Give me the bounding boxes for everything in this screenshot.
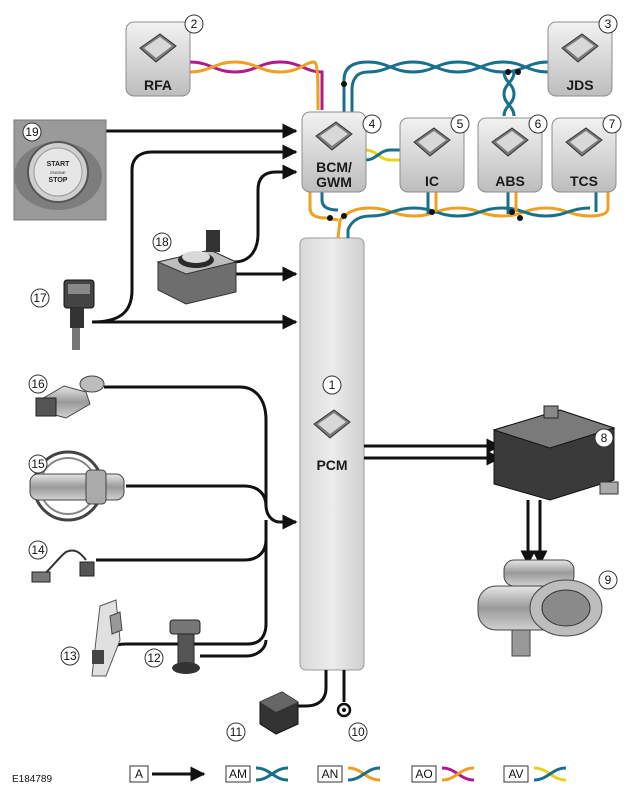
chip-icon (565, 127, 603, 157)
module-ic: IC (399, 117, 465, 193)
svg-text:AN: AN (322, 767, 339, 781)
start-text: START (47, 161, 71, 168)
chip-icon (313, 409, 351, 439)
callout-13: 13 (60, 646, 80, 666)
callout-3: 3 (598, 14, 618, 34)
reference-code: E184789 (12, 774, 52, 785)
callout-17: 17 (30, 288, 50, 308)
chip-icon (491, 127, 529, 157)
callout-12: 12 (144, 648, 164, 668)
module-rfa: RFA (125, 21, 191, 97)
callout-7: 7 (602, 114, 622, 134)
chip-icon (315, 121, 353, 151)
module-label-ic: IC (425, 173, 439, 189)
module-abs: ABS (477, 117, 543, 193)
fuse (259, 691, 299, 735)
pcm-body (299, 237, 365, 671)
callout-9: 9 (598, 570, 618, 590)
module-label-gwm: GWM (316, 174, 352, 190)
svg-text:AV: AV (508, 767, 523, 781)
legend-item-ao: AO (411, 765, 475, 783)
svg-text:18: 18 (155, 235, 169, 249)
module-bcm-gwm: BCM/ GWM (301, 111, 367, 193)
svg-text:13: 13 (63, 649, 77, 663)
callout-6: 6 (528, 114, 548, 134)
accelerator-pedal (91, 599, 123, 677)
svg-text:AM: AM (229, 767, 247, 781)
svg-text:10: 10 (351, 725, 365, 739)
callout-10: 10 (348, 722, 368, 742)
speed-sensor (35, 375, 105, 419)
svg-text:7: 7 (609, 117, 616, 131)
chip-icon (139, 33, 177, 63)
svg-text:15: 15 (31, 457, 45, 471)
callout-5: 5 (450, 114, 470, 134)
temperature-sensor (31, 549, 95, 583)
callout-2: 2 (184, 14, 204, 34)
callout-18: 18 (152, 232, 172, 252)
module-tcs: TCS (551, 117, 617, 193)
legend-item-am: AM (225, 765, 289, 783)
svg-text:6: 6 (535, 117, 542, 131)
crankshaft-sensor (29, 450, 125, 522)
legend-item-a: A (129, 765, 206, 783)
legend-item-av: AV (503, 765, 567, 783)
callout-19: 19 (22, 122, 42, 142)
callout-15: 15 (28, 454, 48, 474)
module-label-bcm: BCM/ (316, 159, 352, 175)
chip-icon (413, 127, 451, 157)
engine-text: ENGINE (50, 170, 66, 175)
module-label-pcm: PCM (316, 457, 347, 473)
svg-text:14: 14 (31, 543, 45, 557)
callout-14: 14 (28, 540, 48, 560)
module-label-rfa: RFA (144, 77, 172, 93)
callout-8: 8 (594, 428, 614, 448)
module-label-tcs: TCS (570, 173, 598, 189)
svg-text:5: 5 (457, 117, 464, 131)
stop-text: STOP (49, 177, 68, 184)
splice-points (327, 69, 523, 221)
starter-control-unit (492, 405, 619, 501)
svg-text:17: 17 (33, 291, 47, 305)
chip-icon (561, 33, 599, 63)
pressure-sensor (169, 619, 201, 674)
module-label-jds: JDS (566, 77, 593, 93)
svg-text:3: 3 (605, 17, 612, 31)
svg-text:A: A (135, 767, 143, 781)
gear-selector (156, 230, 238, 305)
brake-switch (63, 279, 95, 350)
module-jds: JDS (547, 21, 613, 97)
legend-item-an: AN (317, 765, 381, 783)
svg-text:4: 4 (369, 117, 376, 131)
module-pcm: PCM (313, 409, 351, 473)
legend: A AM AN AO AV (129, 765, 567, 783)
svg-text:AO: AO (415, 767, 432, 781)
svg-text:9: 9 (605, 573, 612, 587)
callout-4: 4 (362, 114, 382, 134)
svg-text:2: 2 (191, 17, 198, 31)
starter-motor (477, 559, 603, 657)
callout-1: 1 (322, 375, 342, 395)
svg-text:1: 1 (329, 378, 336, 392)
can-bus-network (189, 60, 610, 239)
callout-11: 11 (226, 722, 246, 742)
svg-text:16: 16 (31, 377, 45, 391)
svg-text:11: 11 (230, 725, 243, 739)
svg-text:8: 8 (601, 431, 608, 445)
callout-16: 16 (28, 374, 48, 394)
callout-markers: 1 2 3 4 5 6 7 8 9 10 11 12 13 14 15 16 1… (22, 14, 622, 742)
svg-text:12: 12 (147, 651, 161, 665)
svg-text:19: 19 (25, 125, 39, 139)
module-label-abs: ABS (495, 173, 525, 189)
